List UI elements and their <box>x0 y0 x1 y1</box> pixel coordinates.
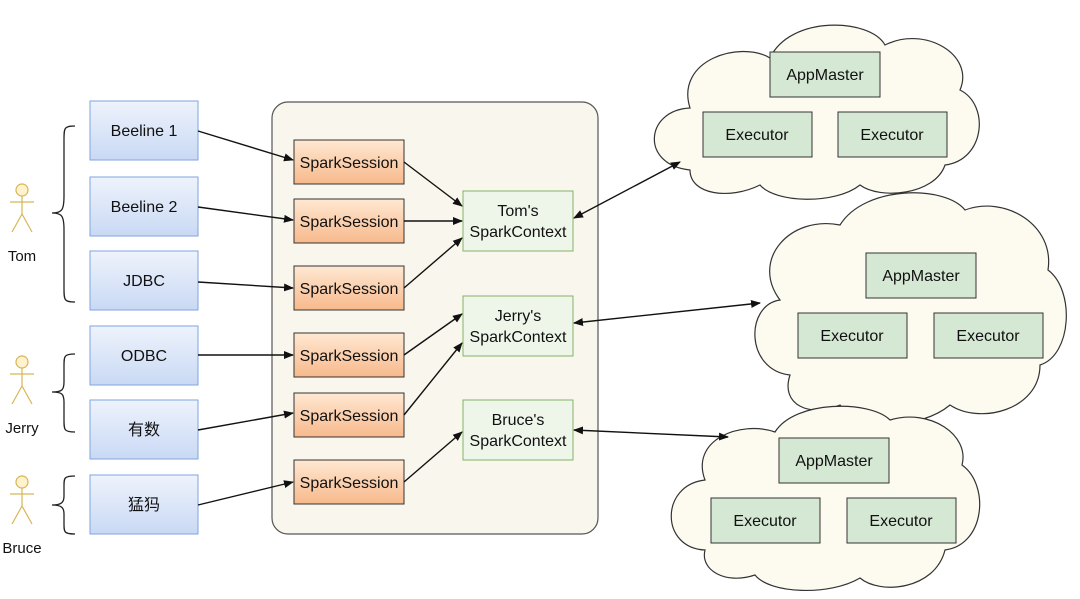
appmaster-box <box>778 437 890 484</box>
executor-label: Executor <box>956 328 1020 345</box>
executor-label: Executor <box>725 127 789 144</box>
arrow <box>197 410 294 431</box>
context-box <box>462 190 574 252</box>
context-label: SparkContext <box>470 224 567 241</box>
executor-label: Executor <box>860 127 924 144</box>
bidirectional-arrow <box>573 299 761 327</box>
session-box <box>293 139 405 185</box>
session-label: SparkSession <box>300 214 399 231</box>
executor-box <box>710 497 821 544</box>
context-owner: Bruce's <box>492 412 545 429</box>
client-beeline-1: Beeline 1 <box>89 100 199 161</box>
session-box <box>293 332 405 378</box>
bidirectional-arrow <box>573 161 681 219</box>
bidirectional-arrow <box>573 426 729 441</box>
spark-session-3: SparkSession <box>293 265 405 311</box>
executor-box <box>933 312 1044 359</box>
context-box <box>462 295 574 357</box>
user-name: Tom <box>8 248 36 265</box>
arrow <box>197 130 294 162</box>
context-cluster-arrows <box>573 161 761 441</box>
executor-box <box>846 497 957 544</box>
executor-label: Executor <box>820 328 884 345</box>
context-box <box>462 399 574 461</box>
spark-session-6: SparkSession <box>293 459 405 505</box>
brace-tom <box>51 125 76 303</box>
spark-context-bruce: Bruce's SparkContext <box>462 399 574 461</box>
arrow <box>197 281 294 292</box>
client-box <box>89 100 199 161</box>
spark-session-2: SparkSession <box>293 198 405 244</box>
user-jerry: Jerry <box>5 355 39 437</box>
spark-session-5: SparkSession <box>293 392 405 438</box>
client-label: Beeline 1 <box>111 123 178 140</box>
client-beeline-2: Beeline 2 <box>89 176 199 237</box>
client-label: JDBC <box>123 273 165 290</box>
session-label: SparkSession <box>300 348 399 365</box>
executor-box <box>797 312 908 359</box>
client-label: 有数 <box>128 421 160 439</box>
user-figure-icon <box>10 183 34 233</box>
arrow <box>403 342 463 416</box>
arrow <box>197 206 294 223</box>
client-jdbc: JDBC <box>89 250 199 311</box>
session-box <box>293 198 405 244</box>
client-label: ODBC <box>121 348 167 365</box>
user-name: Bruce <box>2 540 41 557</box>
session-label: SparkSession <box>300 408 399 425</box>
cluster-cloud-2: AppMaster Executor Executor <box>754 192 1067 425</box>
arrow <box>403 237 463 289</box>
arrow <box>403 313 463 356</box>
executor-box <box>702 111 813 158</box>
user-figure-icon <box>10 355 34 405</box>
executor-box <box>837 111 948 158</box>
appmaster-box <box>769 51 881 98</box>
spark-session-4: SparkSession <box>293 332 405 378</box>
session-box <box>293 265 405 311</box>
appmaster-label: AppMaster <box>795 453 873 470</box>
brace-bruce <box>51 475 76 535</box>
cloud-shape <box>754 192 1067 425</box>
session-label: SparkSession <box>300 475 399 492</box>
client-odbc: ODBC <box>89 325 199 386</box>
spark-session-1: SparkSession <box>293 139 405 185</box>
client-box <box>89 474 199 535</box>
client-session-arrows <box>197 130 294 506</box>
session-box <box>293 392 405 438</box>
client-box <box>89 176 199 237</box>
user-figure-icon <box>10 475 34 525</box>
context-owner: Jerry's <box>495 308 542 325</box>
session-context-arrows <box>403 161 463 483</box>
client-mengma: 猛犸 <box>89 474 199 535</box>
brace-jerry <box>51 353 76 433</box>
context-label: SparkContext <box>470 329 567 346</box>
client-youshu: 有数 <box>89 399 199 460</box>
arrow <box>197 480 294 506</box>
client-label: Beeline 2 <box>111 199 178 216</box>
cloud-shape <box>670 405 981 592</box>
session-label: SparkSession <box>300 155 399 172</box>
spark-context-jerry: Jerry's SparkContext <box>462 295 574 357</box>
context-label: SparkContext <box>470 433 567 450</box>
executor-label: Executor <box>869 513 933 530</box>
appmaster-label: AppMaster <box>882 268 960 285</box>
client-box <box>89 399 199 460</box>
cluster-cloud-1: AppMaster Executor Executor <box>653 24 980 200</box>
user-name: Jerry <box>5 420 39 437</box>
client-label: 猛犸 <box>128 496 160 514</box>
session-label: SparkSession <box>300 281 399 298</box>
arrow <box>403 161 463 207</box>
client-box <box>89 325 199 386</box>
arrow <box>403 431 463 483</box>
cluster-cloud-3: AppMaster Executor Executor <box>670 405 981 592</box>
context-owner: Tom's <box>497 203 538 220</box>
spark-context-tom: Tom's SparkContext <box>462 190 574 252</box>
client-box <box>89 250 199 311</box>
appmaster-box <box>865 252 977 299</box>
appmaster-label: AppMaster <box>786 67 864 84</box>
user-bruce: Bruce <box>2 475 42 557</box>
executor-label: Executor <box>733 513 797 530</box>
user-tom: Tom <box>8 183 36 265</box>
